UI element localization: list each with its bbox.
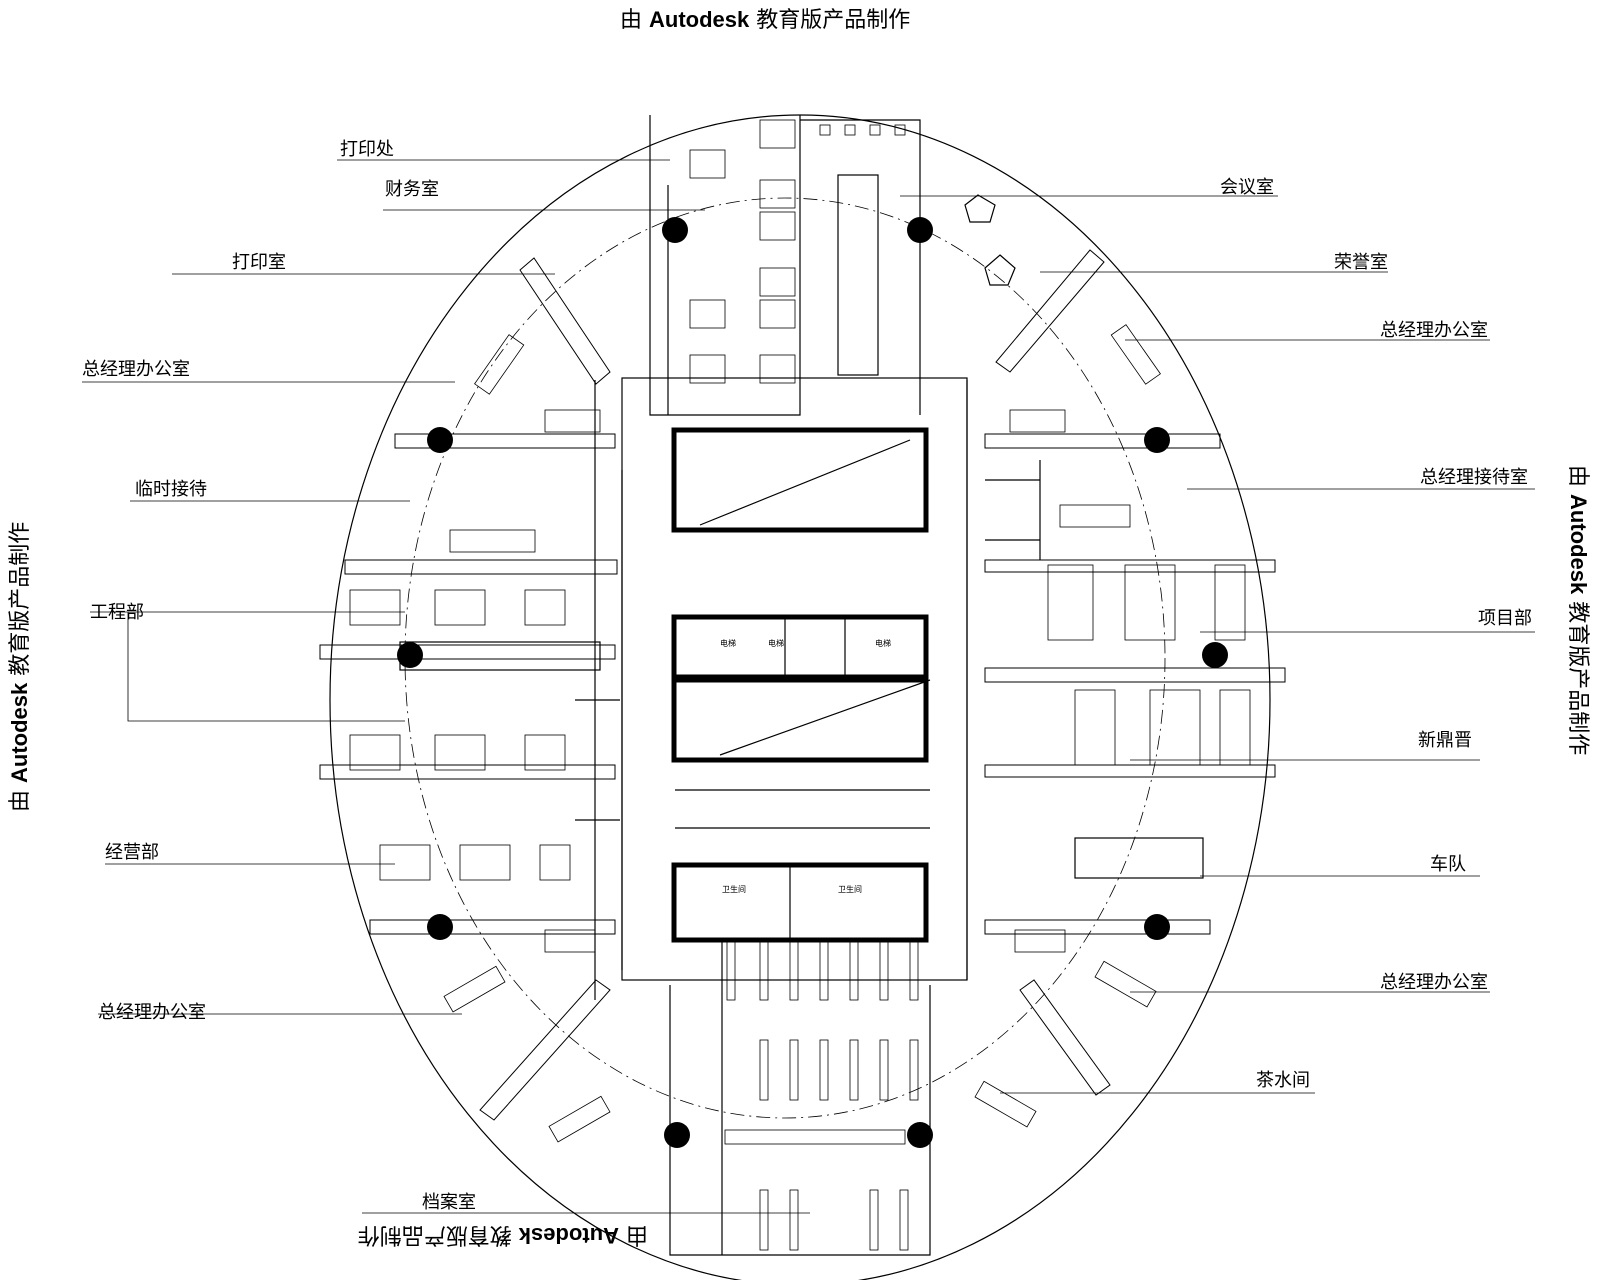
label-temp-reception: 临时接待 (135, 479, 207, 500)
label-xinding: 新鼎晋 (1418, 730, 1472, 751)
partition-se (984, 919, 1211, 935)
label-finance: 财务室 (385, 179, 439, 200)
partition-w3 (319, 764, 616, 780)
column (664, 1122, 690, 1148)
label-gm-reception: 总经理接待室 (1420, 467, 1528, 488)
diag-wall-nw (519, 257, 611, 385)
label-gm-office-se: 总经理办公室 (1380, 972, 1488, 993)
column (662, 217, 688, 243)
partition-sw (369, 919, 616, 935)
label-engineering: 工程部 (90, 602, 144, 623)
label-archive: 档案室 (422, 1192, 476, 1213)
columns (397, 217, 1228, 1148)
core-washrooms (671, 862, 929, 943)
partition-w2 (319, 644, 616, 660)
diag-wall-ne (995, 249, 1105, 373)
column (1144, 914, 1170, 940)
partition-e1 (984, 559, 1276, 573)
label-print-room: 打印室 (232, 252, 286, 273)
core-stair-north (671, 427, 929, 533)
furniture (349, 119, 1251, 1251)
label-honor-room: 荣誉室 (1334, 252, 1388, 273)
column (907, 217, 933, 243)
column (397, 642, 423, 668)
north-wing (649, 115, 801, 416)
label-gm-office-ne: 总经理办公室 (1380, 320, 1488, 341)
column (427, 427, 453, 453)
partition-ne (984, 433, 1221, 449)
partition-e2 (984, 667, 1286, 683)
core-label-elevator-2: 电梯 (768, 638, 784, 648)
core-label-washroom-1: 卫生间 (722, 884, 746, 894)
column (1144, 427, 1170, 453)
diag-wall-se (1019, 979, 1111, 1096)
label-fleet: 车队 (1430, 854, 1466, 875)
label-gm-office-sw: 总经理办公室 (98, 1002, 206, 1023)
core-label-elevator-1: 电梯 (720, 638, 736, 648)
label-pantry: 茶水间 (1256, 1070, 1310, 1091)
leader-lines (82, 159, 1535, 1214)
fleet-table (1074, 837, 1204, 879)
label-gm-office-nw: 总经理办公室 (82, 359, 190, 380)
column (427, 914, 453, 940)
label-project-dept: 项目部 (1478, 608, 1532, 629)
core-stair-mid (671, 677, 929, 763)
engineering-table (399, 641, 601, 671)
label-operations: 经营部 (105, 842, 159, 863)
partition-e3 (984, 764, 1276, 778)
core-label-elevator-3: 电梯 (875, 638, 891, 648)
core-elevators (671, 614, 929, 680)
partition-nw (394, 433, 616, 449)
label-print-point: 打印处 (340, 139, 394, 160)
partition-w1 (344, 559, 618, 575)
diag-wall-sw (479, 979, 611, 1121)
label-meeting-room: 会议室 (1220, 177, 1274, 198)
core-label-washroom-2: 卫生间 (838, 884, 862, 894)
meeting-table (837, 174, 879, 376)
column (907, 1122, 933, 1148)
watermark-top: 由 Autodesk 教育版产品制作 (620, 7, 911, 33)
column (1202, 642, 1228, 668)
south-wing (669, 985, 931, 1256)
column-ring (404, 197, 1166, 1119)
